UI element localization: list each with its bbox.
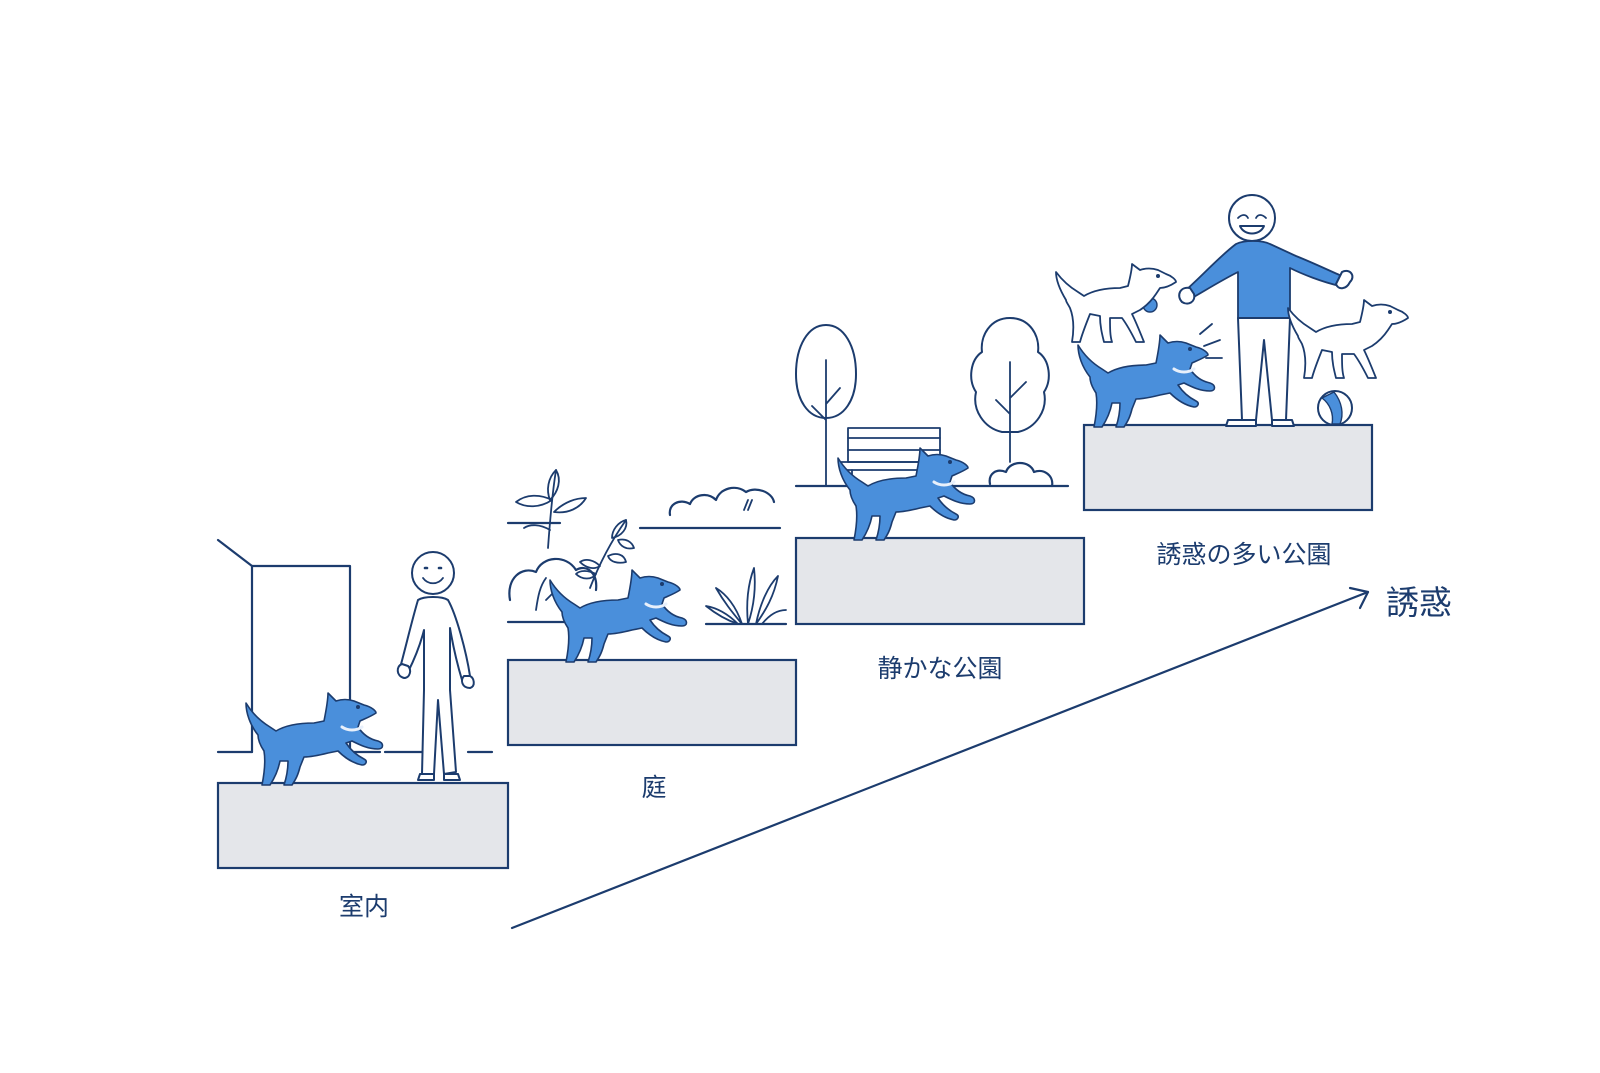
step-platform-3	[794, 536, 1086, 626]
tree-icon	[970, 317, 1050, 463]
bush-icon	[638, 486, 782, 530]
dog-icon	[1055, 263, 1177, 343]
step-label-1: 室内	[339, 892, 389, 921]
step-label-2: 庭	[641, 773, 666, 802]
tree-icon	[795, 324, 857, 487]
step-label-4: 誘惑の多い公園	[1156, 540, 1331, 569]
door-icon	[216, 538, 494, 754]
plant-icon	[575, 519, 635, 589]
person-icon	[1178, 194, 1354, 427]
plant-icon	[704, 567, 788, 626]
ball-icon	[1317, 390, 1353, 426]
step-platform-4	[1082, 423, 1374, 512]
bark-lines	[1199, 323, 1223, 359]
axis-label: 誘惑	[1386, 583, 1452, 622]
person-icon	[396, 551, 475, 781]
dog-icon	[244, 691, 384, 787]
plant-icon	[506, 469, 587, 549]
dog-icon	[1287, 299, 1409, 379]
dog-icon	[548, 568, 688, 664]
arrow-icon	[510, 586, 1370, 930]
step-platform-2	[506, 658, 798, 747]
step-platform-1	[216, 781, 510, 870]
step-label-3: 静かな公園	[877, 654, 1002, 683]
dog-icon	[1076, 333, 1216, 429]
